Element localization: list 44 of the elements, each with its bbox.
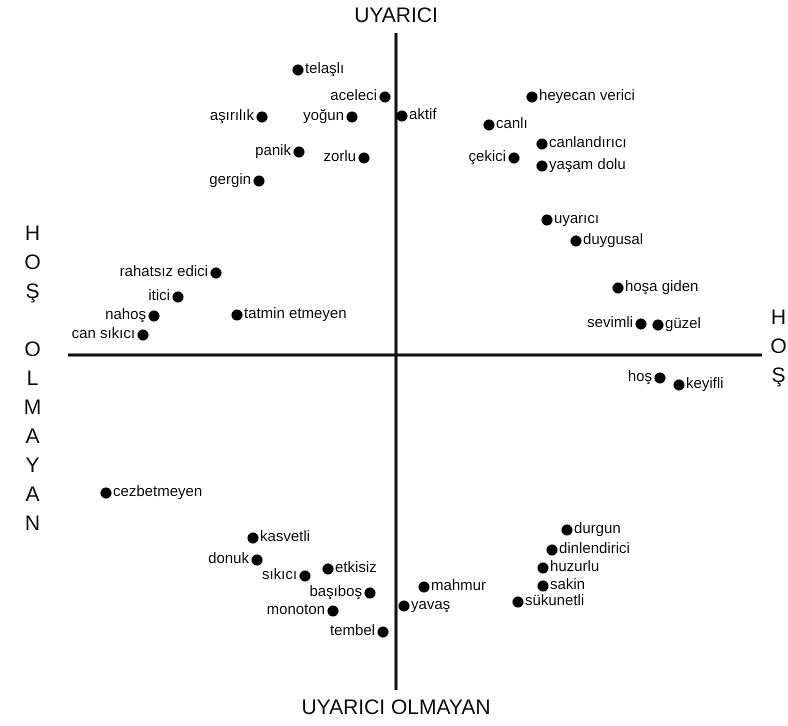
axis-title: HOŞ: [766, 306, 788, 393]
axis-title: HOŞ OLMAYAN: [20, 222, 44, 541]
point-label: heyecan verici: [539, 87, 635, 105]
axis-title: UYARICI OLMAYAN: [301, 696, 491, 720]
point-label: sıkıcı: [262, 566, 297, 584]
point-label: yaşam dolu: [549, 156, 626, 174]
point-label: yoğun: [303, 107, 344, 125]
point-label: çekici: [468, 148, 506, 166]
point-label: hoşa giden: [625, 278, 698, 296]
point-label: rahatsız edici: [120, 263, 208, 281]
point-label: tatmin etmeyen: [244, 305, 347, 323]
point-label: tembel: [330, 622, 375, 640]
point-label: aşırılık: [210, 107, 254, 125]
point-label: durgun: [574, 520, 621, 538]
point-label: nahoş: [105, 306, 146, 324]
point-label: uyarıcı: [554, 210, 600, 228]
point-label: başıboş: [309, 583, 362, 601]
point-label: sakin: [550, 576, 586, 594]
point-label: keyifli: [686, 375, 724, 393]
point-label: güzel: [665, 315, 701, 333]
point-label: can sıkıcı: [72, 325, 135, 343]
point-label: aktif: [409, 106, 437, 124]
point-label: dinlendirici: [559, 540, 630, 558]
point-label: donuk: [208, 550, 249, 568]
point-label: monoton: [266, 601, 325, 619]
point-label: hoş: [628, 368, 652, 386]
axis-title: UYARICI: [354, 4, 438, 28]
point-label: canlandırıcı: [549, 134, 627, 152]
point-label: kasvetli: [260, 528, 310, 546]
point-label: telaşlı: [305, 60, 344, 78]
point-label: cezbetmeyen: [113, 483, 202, 501]
point-label: huzurlu: [550, 558, 600, 576]
point-label: panik: [255, 142, 291, 160]
point-label: itici: [148, 287, 170, 305]
point-label: sevimli: [587, 314, 633, 332]
point-label: duygusal: [583, 231, 644, 249]
point-label: canlı: [496, 115, 528, 133]
point-label: zorlu: [323, 148, 356, 166]
point-label: yavaş: [411, 596, 450, 614]
point-label: gergin: [209, 171, 251, 189]
point-label: sükunetli: [525, 592, 584, 610]
point-label: aceleci: [330, 87, 377, 105]
point-label: mahmur: [431, 577, 486, 595]
point-label: etkisiz: [335, 559, 377, 577]
